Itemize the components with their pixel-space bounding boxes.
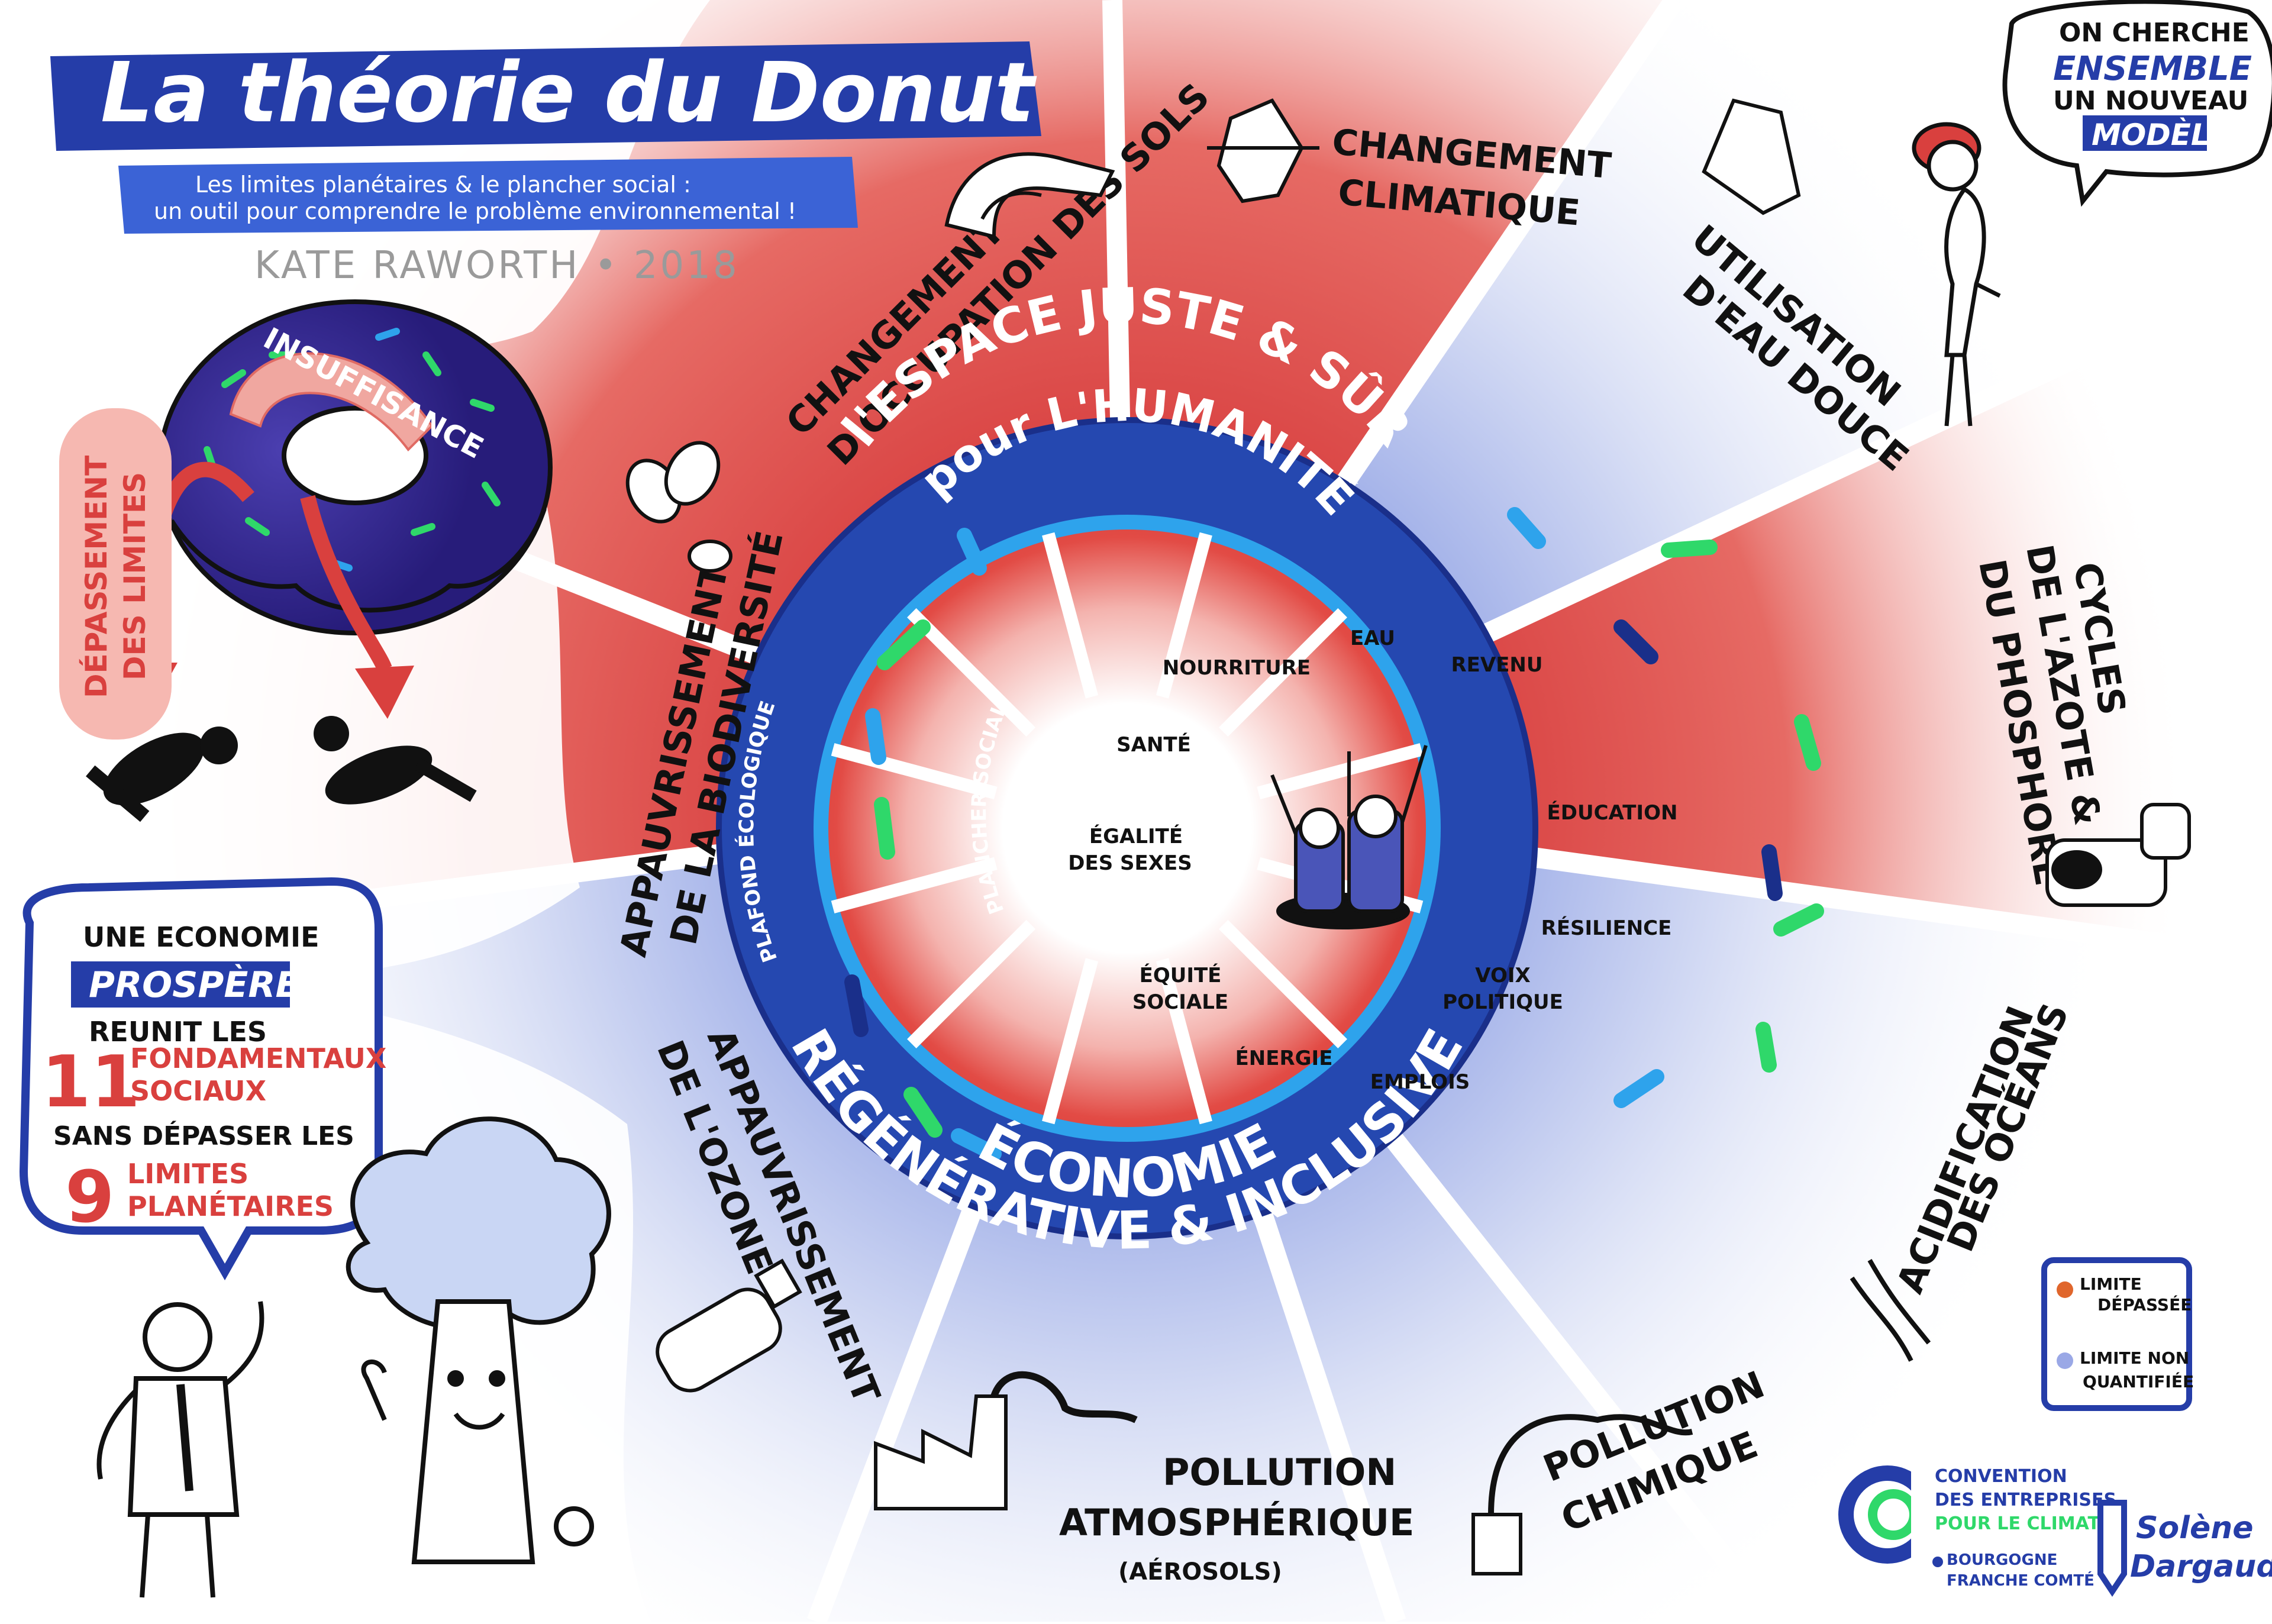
economy-number-1: 11 <box>41 1041 140 1123</box>
social-income: REVENU <box>1451 653 1542 677</box>
economy-line-4b: SOCIAUX <box>130 1075 266 1107</box>
economy-line-2: PROSPÈRE <box>89 964 300 1006</box>
social-gender-equality-2: DES SEXES <box>1068 851 1192 875</box>
prosperous-economy-box: UNE ECONOMIE PROSPÈRE REUNIT LES 11 FOND… <box>24 882 386 1272</box>
social-energy: ÉNERGIE <box>1235 1046 1333 1070</box>
subtitle-line-1: Les limites planétaires & le plancher so… <box>195 172 691 198</box>
social-gender-equality-1: ÉGALITÉ <box>1089 824 1183 848</box>
social-political-voice-2: POLITIQUE <box>1442 990 1563 1014</box>
svg-text:POUR LE CLIMAT: POUR LE CLIMAT <box>1935 1513 2100 1534</box>
legend-swatch-exceeded <box>2057 1281 2073 1298</box>
legend-item-1b: DÉPASSÉE <box>2097 1294 2192 1315</box>
social-political-voice-1: VOIX <box>1475 964 1530 987</box>
svg-text:POLLUTION: POLLUTION <box>1163 1451 1396 1494</box>
page-title: La théorie du Donut <box>101 45 1037 141</box>
social-equity-2: SOCIALE <box>1132 990 1228 1014</box>
legend-swatch-unquantified <box>2057 1352 2073 1369</box>
social-resilience: RÉSILIENCE <box>1541 916 1672 940</box>
legend-item-2a: LIMITE NON <box>2080 1348 2189 1368</box>
subtitle-line-2: un outil pour comprendre le problème env… <box>154 198 796 224</box>
economy-line-1: UNE ECONOMIE <box>83 921 320 953</box>
svg-text:MODÈLE: MODÈLE <box>2092 117 2230 152</box>
overshoot-label-2: DES LIMITES <box>118 472 152 680</box>
svg-text:Dargaud: Dargaud <box>2130 1549 2272 1584</box>
economy-line-6a: LIMITES <box>127 1158 248 1190</box>
svg-text:DES ENTREPRISES: DES ENTREPRISES <box>1935 1490 2116 1510</box>
social-equity-1: ÉQUITÉ <box>1140 963 1222 987</box>
svg-text:BOURGOGNE: BOURGOGNE <box>1947 1551 2057 1569</box>
svg-text:ON CHERCHE: ON CHERCHE <box>2059 18 2250 48</box>
social-water: EAU <box>1350 627 1395 650</box>
economy-line-4a: FONDAMENTAUX <box>130 1042 386 1074</box>
social-education: ÉDUCATION <box>1547 800 1678 825</box>
svg-text:CONVENTION: CONVENTION <box>1935 1466 2067 1487</box>
svg-text:FRANCHE COMTÉ: FRANCHE COMTÉ <box>1947 1571 2094 1590</box>
legend-item-2b: QUANTIFIÉE <box>2083 1371 2194 1391</box>
svg-text:(AÉROSOLS): (AÉROSOLS) <box>1118 1557 1282 1586</box>
legend-item-1a: LIMITE <box>2080 1274 2142 1294</box>
economy-line-5: SANS DÉPASSER LES <box>53 1120 354 1151</box>
social-food: NOURRITURE <box>1163 656 1311 680</box>
svg-text:Solène: Solène <box>2136 1510 2254 1546</box>
svg-text:ATMOSPHÉRIQUE: ATMOSPHÉRIQUE <box>1059 1501 1414 1544</box>
overshoot-label-1: DÉPASSEMENT <box>79 456 114 698</box>
legend: LIMITE DÉPASSÉE LIMITE NON QUANTIFIÉE <box>2044 1260 2194 1408</box>
social-jobs: EMPLOIS <box>1370 1070 1470 1094</box>
economy-line-6b: PLANÉTAIRES <box>127 1190 334 1222</box>
social-health: SANTÉ <box>1116 732 1191 757</box>
svg-text:ENSEMBLE: ENSEMBLE <box>2053 50 2252 88</box>
svg-text:UN NOUVEAU: UN NOUVEAU <box>2053 86 2248 116</box>
economy-number-2: 9 <box>65 1157 115 1239</box>
author-credit: KATE RAWORTH • 2018 <box>254 244 740 288</box>
